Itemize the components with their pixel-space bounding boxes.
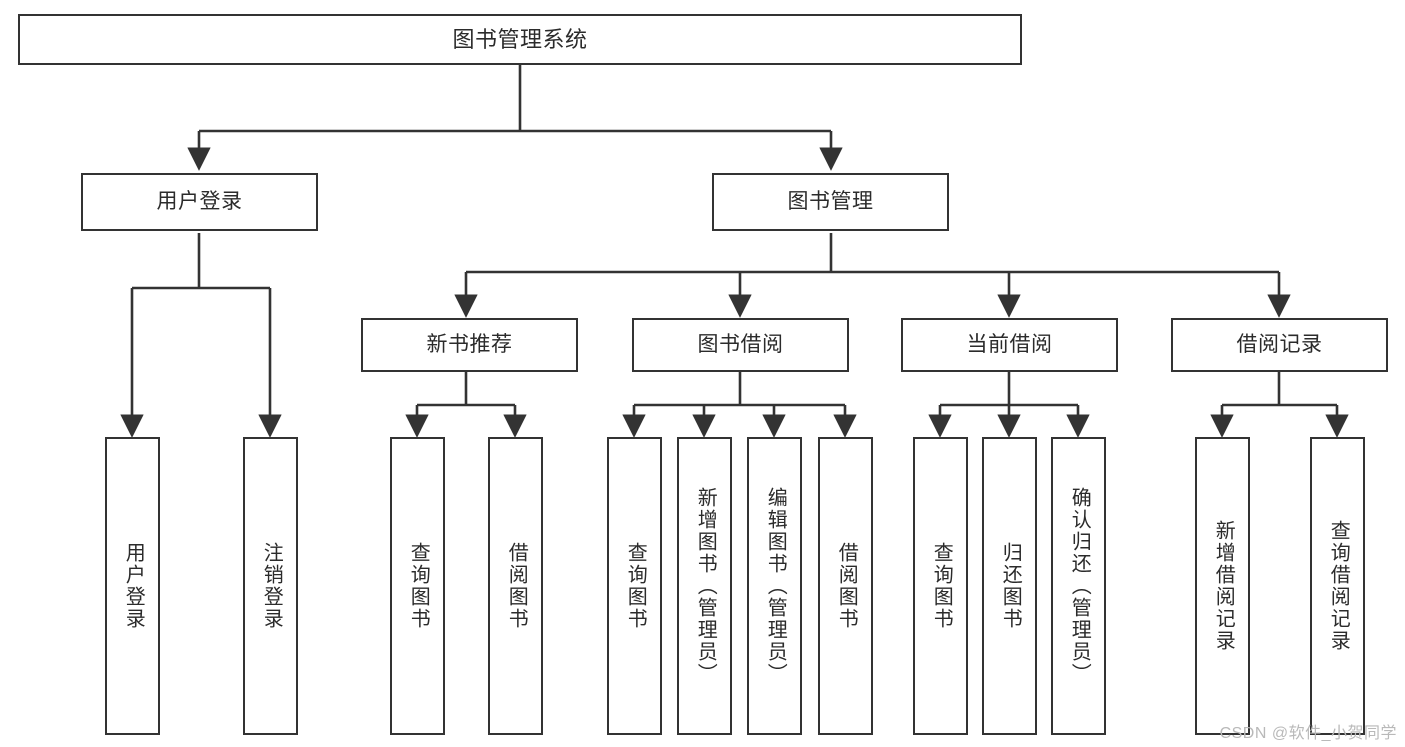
node-label: 当前借阅 bbox=[966, 332, 1053, 356]
leaf-add-borrow-record[interactable]: 新增借阅记录 bbox=[1195, 437, 1250, 735]
node-label: 图书借阅 bbox=[697, 332, 784, 356]
node-label: 查询图书 bbox=[930, 542, 953, 630]
node-label: 用户登录 bbox=[122, 542, 145, 630]
node-borrow-record[interactable]: 借阅记录 bbox=[1171, 318, 1388, 372]
node-new-book-recommend[interactable]: 新书推荐 bbox=[361, 318, 578, 372]
node-label: 注销登录 bbox=[260, 542, 283, 630]
leaf-borrow-book-rec[interactable]: 借阅图书 bbox=[488, 437, 543, 735]
node-book-management[interactable]: 图书管理 bbox=[712, 173, 949, 231]
node-label: 图书管理 bbox=[787, 189, 874, 213]
leaf-query-book-current[interactable]: 查询图书 bbox=[913, 437, 968, 735]
leaf-add-book-admin[interactable]: 新增图书（管理员） bbox=[677, 437, 732, 735]
leaf-user-login[interactable]: 用户登录 bbox=[105, 437, 160, 735]
leaf-query-book-rec[interactable]: 查询图书 bbox=[390, 437, 445, 735]
node-label: 新书推荐 bbox=[426, 332, 513, 356]
node-label: 查询图书 bbox=[407, 542, 430, 630]
leaf-confirm-return-admin[interactable]: 确认归还（管理员） bbox=[1051, 437, 1106, 735]
node-label: 查询图书 bbox=[624, 542, 647, 630]
node-label: 借阅图书 bbox=[835, 542, 858, 630]
leaf-borrow-book[interactable]: 借阅图书 bbox=[818, 437, 873, 735]
leaf-query-book-borrow[interactable]: 查询图书 bbox=[607, 437, 662, 735]
leaf-edit-book-admin[interactable]: 编辑图书（管理员） bbox=[747, 437, 802, 735]
node-user-login[interactable]: 用户登录 bbox=[81, 173, 318, 231]
node-label: 归还图书 bbox=[999, 542, 1022, 630]
node-label: 查询借阅记录 bbox=[1327, 520, 1350, 652]
leaf-logout[interactable]: 注销登录 bbox=[243, 437, 298, 735]
node-label: 图书管理系统 bbox=[452, 26, 588, 52]
leaf-query-borrow-record[interactable]: 查询借阅记录 bbox=[1310, 437, 1365, 735]
leaf-return-book[interactable]: 归还图书 bbox=[982, 437, 1037, 735]
node-label: 编辑图书（管理员） bbox=[764, 487, 787, 685]
node-root-book-management-system[interactable]: 图书管理系统 bbox=[18, 14, 1022, 65]
node-label: 确认归还（管理员） bbox=[1068, 487, 1091, 685]
node-label: 新增借阅记录 bbox=[1212, 520, 1235, 652]
node-current-borrow[interactable]: 当前借阅 bbox=[901, 318, 1118, 372]
node-label: 新增图书（管理员） bbox=[694, 487, 717, 685]
node-label: 借阅图书 bbox=[505, 542, 528, 630]
node-label: 借阅记录 bbox=[1236, 332, 1323, 356]
node-label: 用户登录 bbox=[156, 189, 243, 213]
watermark-text: CSDN @软件_小贺同学 bbox=[1219, 725, 1397, 742]
node-book-borrow[interactable]: 图书借阅 bbox=[632, 318, 849, 372]
